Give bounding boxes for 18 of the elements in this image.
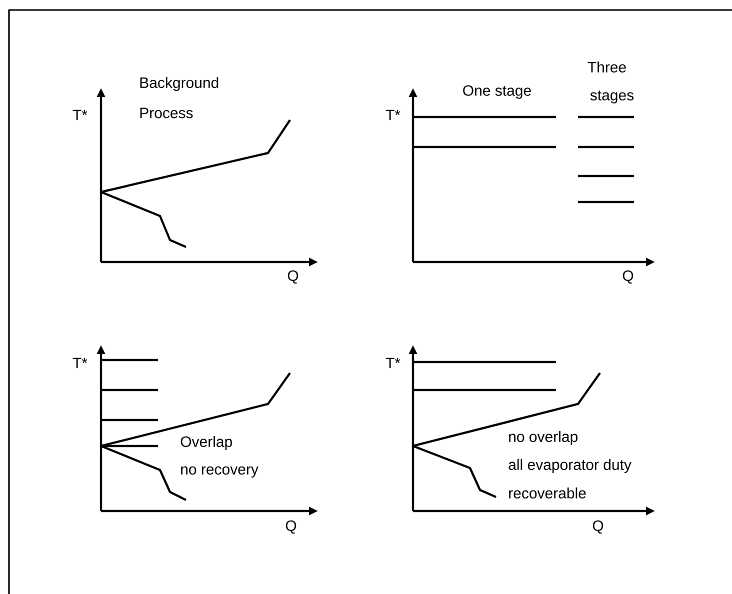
axis-label: Q (288, 270, 298, 284)
axis-label: Q (592, 520, 604, 534)
axis-label: T* (72, 358, 88, 368)
axis-label: T* (386, 110, 400, 120)
note-text: no overlap (509, 431, 578, 445)
axis-label: Q (622, 270, 634, 284)
series-label: One stage (463, 85, 531, 99)
note-text: recoverable (509, 487, 586, 498)
series-label: Three (588, 62, 626, 72)
axis-label: T* (386, 358, 400, 368)
note-text: no recovery (181, 466, 258, 478)
note-text: all evaporator duty (508, 459, 632, 473)
series-label: stages (590, 90, 634, 104)
note-text: Overlap (180, 436, 232, 450)
plot-title: Process (140, 108, 193, 118)
axis-label: T* (72, 110, 88, 120)
plot-title: Background (140, 77, 218, 91)
axis-label: Q (286, 520, 296, 534)
